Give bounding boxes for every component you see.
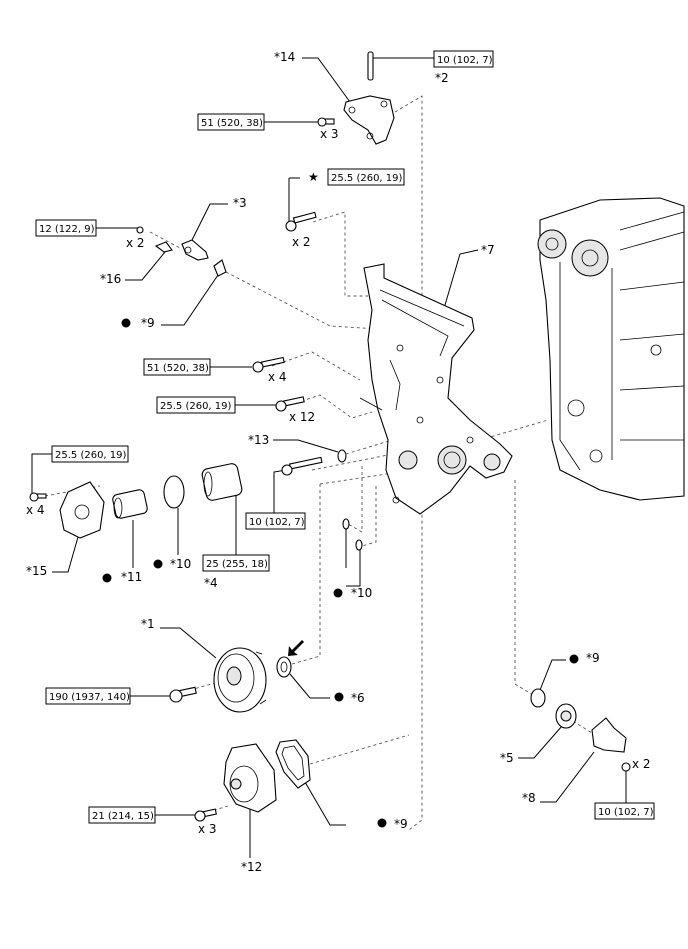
bracket-bolt [317,117,335,127]
torque-label: 10 (102, 7) [598,807,654,818]
oil-filter-bracket-15 [59,481,105,539]
crankshaft-pulley-1 [213,647,267,713]
bolt-10-long [281,456,323,476]
gasket-9-right [530,688,546,708]
part-label: *5 [500,751,514,765]
oil-seal-13 [337,449,347,463]
pulley-bolt [169,686,197,703]
part-label: *10 [170,557,191,571]
water-inlet-8 [591,717,627,753]
torque-label: 10 (102, 7) [249,517,305,528]
bracket-16 [154,241,173,253]
quantity-labels: x 3 x 2 x 2 x 4 x 12 x 4 x 2 x 3 [26,127,651,836]
qty-label: x 3 [320,127,339,141]
part-label: *11 [121,570,142,584]
part-labels: *14 *2 *3 *16 *9 *7 *13 *15 *11 *10 *4 *… [26,50,600,874]
torque-label: 190 (1937, 140) [49,692,130,703]
cover-bolt-upper [285,211,317,232]
part-label: *15 [26,564,47,578]
torque-label: 25 (255, 18) [206,559,268,570]
leader-lines [31,57,627,858]
torque-label: 51 (520, 38) [201,118,263,129]
part-label: *9 [586,651,600,665]
bolt-25-5-x4 [29,492,47,502]
part-label: *2 [435,71,449,85]
qty-label: x 4 [268,370,287,384]
torque-label: 51 (520, 38) [147,363,209,374]
qty-label: x 2 [126,236,145,250]
water-pump-bolt [194,808,217,822]
oil-seal-6 [276,656,292,678]
timing-chain-cover [359,263,513,515]
part-label: *16 [100,272,121,286]
water-pump-gasket-9 [275,739,311,789]
engine-mount-bracket [343,95,395,145]
part-label: *13 [248,433,269,447]
water-pump-12 [223,743,277,813]
o-ring-10-a [163,475,185,509]
part-label: *9 [141,316,155,330]
cover-bolt-51 [252,356,285,373]
thermostat-5 [555,703,577,729]
oil-filter-cap-4 [201,463,243,501]
part-label: *3 [233,196,247,210]
qty-label: x 3 [198,822,217,836]
stud-bolt [367,51,374,81]
sensor-3 [181,239,209,261]
cover-bolt-25-5 [275,396,305,412]
part-label: *1 [141,617,155,631]
torque-label: 25.5 (260, 19) [331,173,403,184]
part-label: *8 [522,791,536,805]
oil-filter-element-11 [112,489,148,519]
part-label: *12 [241,860,262,874]
part-label: *14 [274,50,295,64]
qty-label: x 4 [26,503,45,517]
part-label: *6 [351,691,365,705]
alignment-lines [44,95,601,831]
torque-label: 25.5 (260, 19) [55,450,127,461]
star-symbol: ★ [308,170,319,184]
torque-label: 12 (122, 9) [39,224,95,235]
engine-block [537,197,685,501]
bullet-markers [102,318,579,828]
torque-label: 25.5 (260, 19) [160,401,232,412]
small-bolt [136,226,144,234]
part-label: *10 [351,586,372,600]
gasket-9-upper [213,259,227,277]
install-arrow [288,640,304,656]
qty-label: x 2 [632,757,651,771]
o-ring-10-b [342,518,363,551]
part-label: *9 [394,817,408,831]
part-label: *7 [481,243,495,257]
torque-boxes: 10 (102, 7) 51 (520, 38) 25.5 (260, 19) … [35,50,655,824]
inlet-bolt [621,762,631,772]
part-label: *4 [204,576,218,590]
torque-label: 10 (102, 7) [437,55,493,66]
qty-label: x 2 [292,235,311,249]
torque-label: 21 (214, 15) [92,811,154,822]
qty-label: x 12 [289,410,315,424]
